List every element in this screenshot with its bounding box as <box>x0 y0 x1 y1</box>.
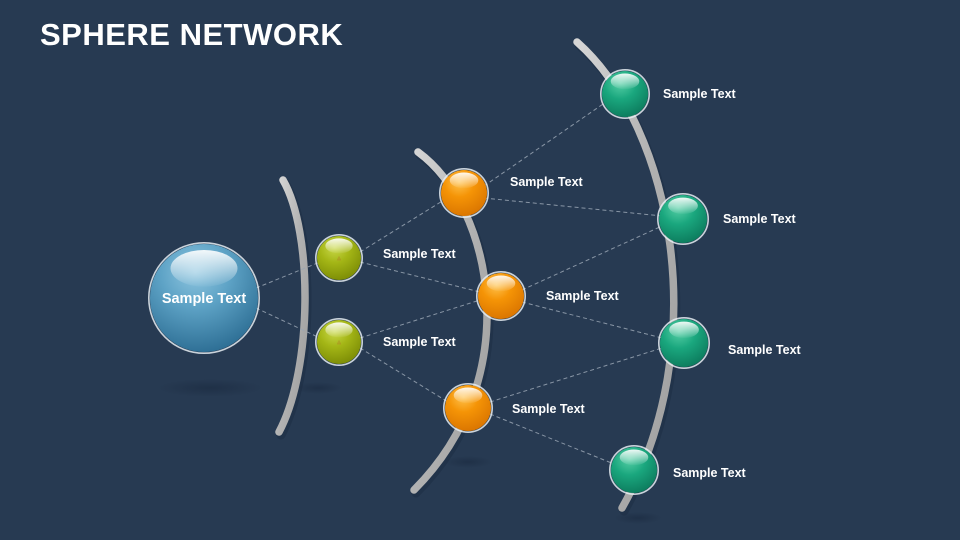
level3-sphere-1[interactable] <box>599 69 650 120</box>
connector-root-to-l1-1 <box>255 261 321 289</box>
connector-l2-3-to-l3-3 <box>489 347 663 403</box>
level3-sphere-3[interactable] <box>657 316 710 369</box>
level2-sphere-2-label: Sample Text <box>546 289 619 303</box>
level3-sphere-2-ring <box>656 193 709 246</box>
root-sphere[interactable] <box>148 242 261 355</box>
level3-sphere-4-highlight-icon <box>619 449 649 466</box>
level1-sphere-2-watermark-icon: ⁂ <box>337 340 341 345</box>
level3-sphere-3-label: Sample Text <box>728 343 801 357</box>
level3-sphere-3-ring <box>657 316 710 369</box>
level2-sphere-1[interactable] <box>438 168 489 219</box>
shadow-root <box>157 379 263 397</box>
level3-sphere-4-ring <box>608 444 659 495</box>
connector-root-to-l1-2 <box>255 307 321 339</box>
root-sphere-label: Sample Text <box>162 291 247 307</box>
level2-sphere-3-ring <box>442 382 493 433</box>
level1-sphere-1[interactable]: ⁂ <box>314 234 363 283</box>
level1-sphere-1-ring <box>314 234 363 283</box>
level1-sphere-2-label: Sample Text <box>383 335 456 349</box>
level2-sphere-2[interactable] <box>475 270 526 321</box>
root-sphere-highlight-icon <box>170 249 238 287</box>
connector-layer <box>255 101 663 465</box>
connector-l2-3-to-l3-4 <box>489 413 615 465</box>
connector-l1-1-to-l2-1 <box>359 199 445 253</box>
level2-sphere-3-highlight-icon <box>453 387 483 404</box>
connector-l1-1-to-l2-2 <box>359 261 481 293</box>
level2-sphere-1-label: Sample Text <box>510 175 583 189</box>
connector-l1-2-to-l2-2 <box>359 299 481 339</box>
connector-l2-2-to-l3-3 <box>521 301 663 339</box>
level3-sphere-2[interactable] <box>656 193 709 246</box>
connector-l2-1-to-l3-2 <box>483 197 663 217</box>
level2-sphere-1-highlight-icon <box>449 172 479 189</box>
shadow-arc-middle <box>444 456 492 468</box>
level3-sphere-2-label: Sample Text <box>723 212 796 226</box>
sphere-layer: Sample Text ⁂ ⁂ <box>148 69 710 495</box>
level2-sphere-1-ring <box>438 168 489 219</box>
connector-l2-1-to-l3-1 <box>483 101 607 187</box>
shadow-arc-left <box>294 382 342 394</box>
level3-sphere-1-ring <box>599 69 650 120</box>
connector-l1-2-to-l2-3 <box>359 347 449 403</box>
page-title: SPHERE NETWORK <box>40 17 344 52</box>
shadow-layer <box>157 379 662 524</box>
level2-sphere-2-highlight-icon <box>486 275 516 292</box>
level1-sphere-1-watermark-icon: ⁂ <box>337 256 341 261</box>
level2-sphere-2-ring <box>475 270 526 321</box>
level2-sphere-3[interactable] <box>442 382 493 433</box>
arc-left <box>275 176 309 436</box>
root-sphere-ring <box>148 242 261 355</box>
level3-sphere-2-highlight-icon <box>668 197 698 214</box>
level1-sphere-1-highlight-icon <box>325 238 353 254</box>
level1-sphere-2-highlight-icon <box>325 322 353 338</box>
level3-sphere-1-highlight-icon <box>610 73 640 90</box>
level3-sphere-1-label: Sample Text <box>663 87 736 101</box>
level3-sphere-4-label: Sample Text <box>673 466 746 480</box>
level3-sphere-4[interactable] <box>608 444 659 495</box>
level2-sphere-3-label: Sample Text <box>512 402 585 416</box>
level1-sphere-1-label: Sample Text <box>383 247 456 261</box>
level3-sphere-3-highlight-icon <box>669 321 699 338</box>
level1-sphere-2-ring <box>314 317 363 366</box>
level1-sphere-2[interactable]: ⁂ <box>314 317 363 366</box>
connector-l2-2-to-l3-2 <box>521 225 663 291</box>
